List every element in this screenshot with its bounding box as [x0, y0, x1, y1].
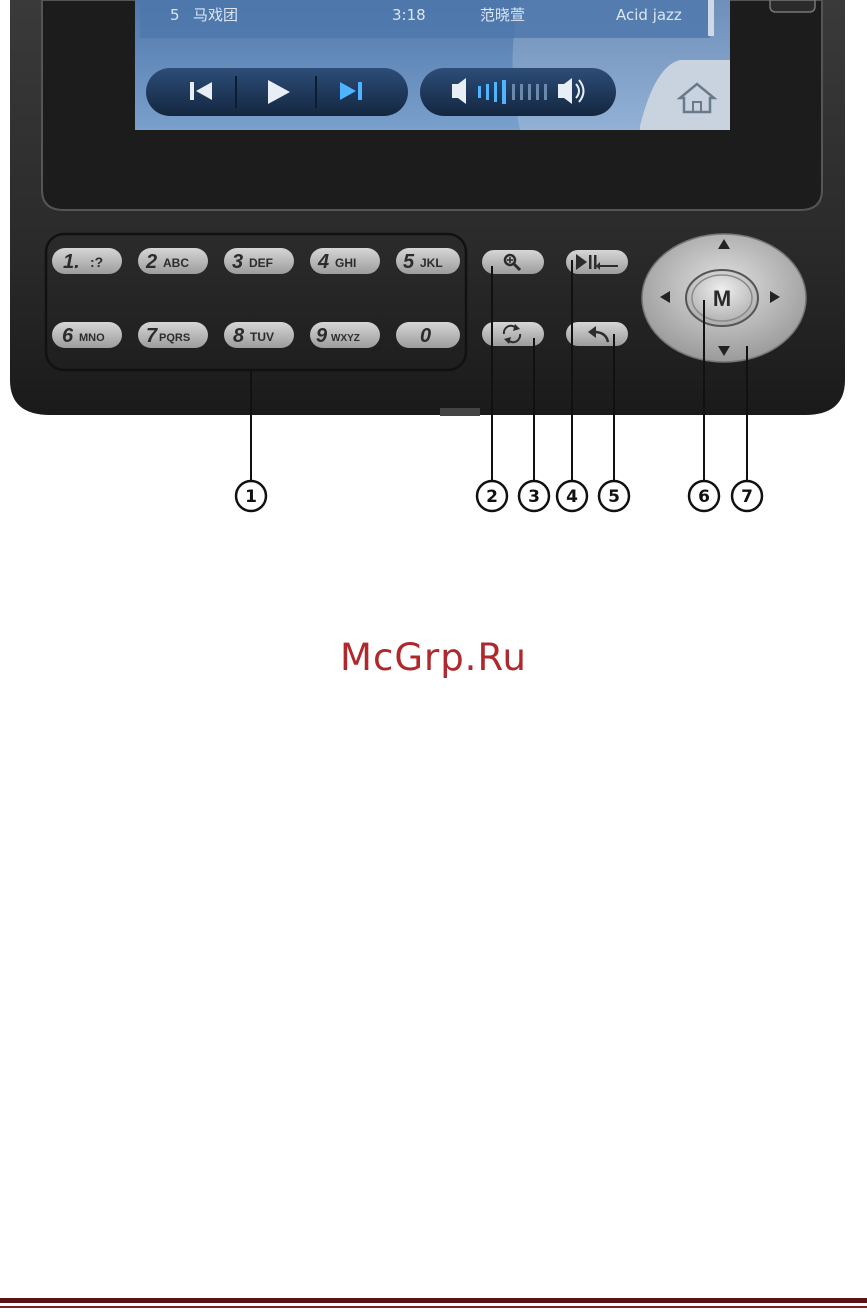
track-title: 马戏团: [193, 6, 238, 24]
key-6[interactable]: 6 MNO: [52, 322, 122, 348]
track-number: 5: [170, 6, 180, 24]
key-2[interactable]: 2 ABC: [138, 248, 208, 274]
svg-text:WXYZ: WXYZ: [331, 333, 360, 344]
svg-text:PQRS: PQRS: [159, 332, 190, 344]
svg-text:3: 3: [528, 487, 540, 507]
svg-text:7: 7: [146, 325, 158, 347]
svg-text:4: 4: [566, 487, 578, 507]
key-7[interactable]: 7 PQRS: [138, 322, 208, 348]
watermark: McGrp.Ru: [0, 636, 867, 679]
svg-text:1.: 1.: [63, 251, 80, 273]
svg-text:MNO: MNO: [79, 332, 105, 344]
track-genre: Acid jazz: [616, 6, 682, 24]
callout-6: 6: [689, 481, 719, 511]
key-9[interactable]: 9 WXYZ: [310, 322, 380, 348]
callout-1: 1: [236, 481, 266, 511]
callout-3: 3: [519, 481, 549, 511]
key-1[interactable]: 1. :?: [52, 248, 122, 274]
svg-text:8: 8: [233, 325, 245, 347]
svg-text:5: 5: [608, 487, 620, 507]
svg-text:TUV: TUV: [250, 330, 274, 344]
svg-text:JKL: JKL: [420, 256, 443, 270]
key-5[interactable]: 5 JKL: [396, 248, 460, 274]
svg-text:5: 5: [403, 251, 415, 273]
key-8[interactable]: 8 TUV: [224, 322, 294, 348]
footer-rule-thin: [0, 1306, 867, 1308]
track-artist: 范晓萱: [480, 6, 525, 24]
menu-button-label: M: [713, 286, 731, 311]
callout-7: 7: [732, 481, 762, 511]
back-button[interactable]: [566, 322, 628, 346]
footer-rule: [0, 1298, 867, 1303]
svg-text:9: 9: [316, 325, 328, 347]
svg-text:ABC: ABC: [163, 256, 189, 270]
svg-text:DEF: DEF: [249, 256, 273, 270]
key-3[interactable]: 3 DEF: [224, 248, 294, 274]
svg-text:3: 3: [232, 251, 243, 273]
bottom-connector: [440, 408, 480, 416]
menu-button[interactable]: M: [686, 270, 758, 326]
key-4[interactable]: 4 GHI: [310, 248, 380, 274]
callout-2: 2: [477, 481, 507, 511]
svg-text:4: 4: [317, 251, 329, 273]
device-diagram: 5 马戏团 3:18 范晓萱 Acid jazz: [0, 0, 867, 530]
key-0[interactable]: 0: [396, 322, 460, 348]
svg-text:2: 2: [486, 487, 498, 507]
volume-bar[interactable]: [420, 68, 616, 116]
svg-text::?: :?: [90, 254, 103, 270]
svg-text:1: 1: [245, 487, 257, 507]
svg-text:6: 6: [698, 487, 710, 507]
callout-5: 5: [599, 481, 629, 511]
svg-text:6: 6: [62, 325, 74, 347]
play-pause-button[interactable]: [566, 250, 628, 274]
callout-4: 4: [557, 481, 587, 511]
svg-text:GHI: GHI: [335, 256, 356, 270]
track-duration: 3:18: [392, 6, 426, 24]
svg-text:2: 2: [145, 251, 157, 273]
svg-text:7: 7: [741, 487, 753, 507]
svg-text:0: 0: [420, 325, 431, 347]
